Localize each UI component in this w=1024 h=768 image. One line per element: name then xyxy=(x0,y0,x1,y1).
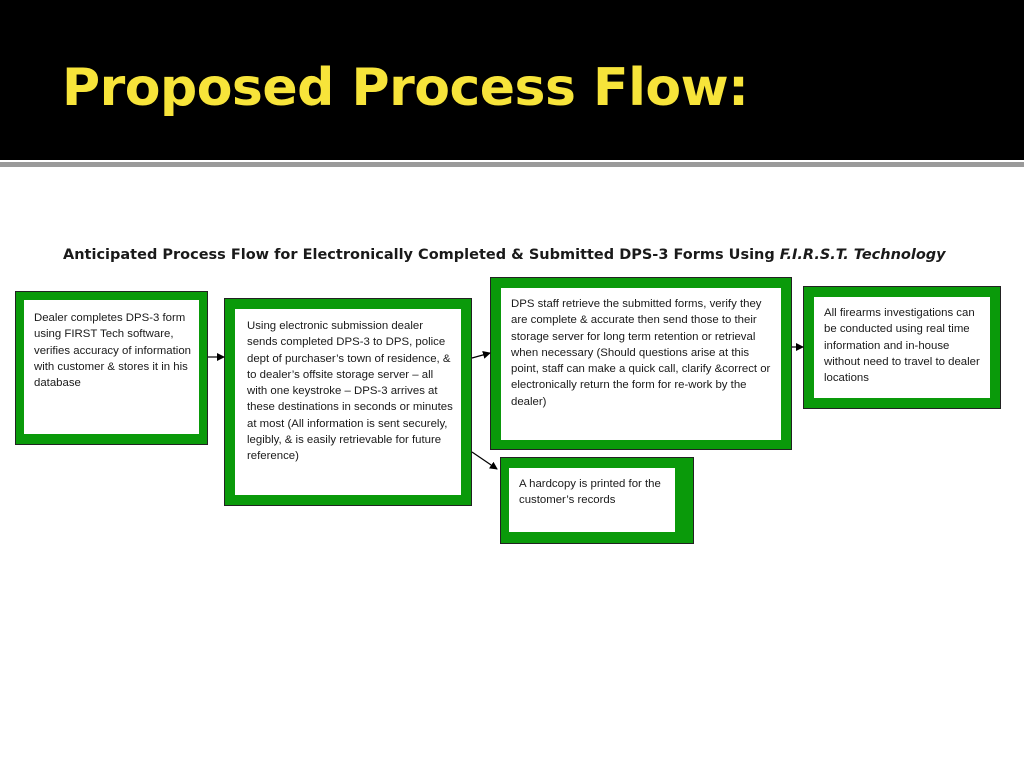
header-divider xyxy=(0,162,1024,167)
step-box-electronic-submission: Using electronic submission dealer sends… xyxy=(224,298,472,506)
step-box-hardcopy: A hardcopy is printed for the customer’s… xyxy=(500,457,694,544)
diagram-title-main: Anticipated Process Flow for Electronica… xyxy=(63,247,780,263)
step-text-hardcopy: A hardcopy is printed for the customer’s… xyxy=(509,468,675,532)
step-text-dealer-completes: Dealer completes DPS-3 form using FIRST … xyxy=(24,300,199,434)
slide-header xyxy=(0,0,1024,160)
arrow-step2-to-step3 xyxy=(471,351,491,359)
step-text-dps-staff-retrieve: DPS staff retrieve the submitted forms, … xyxy=(501,288,781,440)
arrow-step2-to-step5 xyxy=(471,451,498,470)
diagram-title: Anticipated Process Flow for Electronica… xyxy=(63,247,946,263)
diagram-title-emphasis: F.I.R.S.T. Technology xyxy=(779,247,946,263)
step-box-investigations: All firearms investigations can be condu… xyxy=(803,286,1001,409)
step-text-electronic-submission: Using electronic submission dealer sends… xyxy=(235,309,461,495)
step-box-dealer-completes: Dealer completes DPS-3 form using FIRST … xyxy=(15,291,208,445)
step-text-investigations: All firearms investigations can be condu… xyxy=(814,297,990,398)
step-box-dps-staff-retrieve: DPS staff retrieve the submitted forms, … xyxy=(490,277,792,450)
slide-title: Proposed Process Flow: xyxy=(62,58,749,118)
